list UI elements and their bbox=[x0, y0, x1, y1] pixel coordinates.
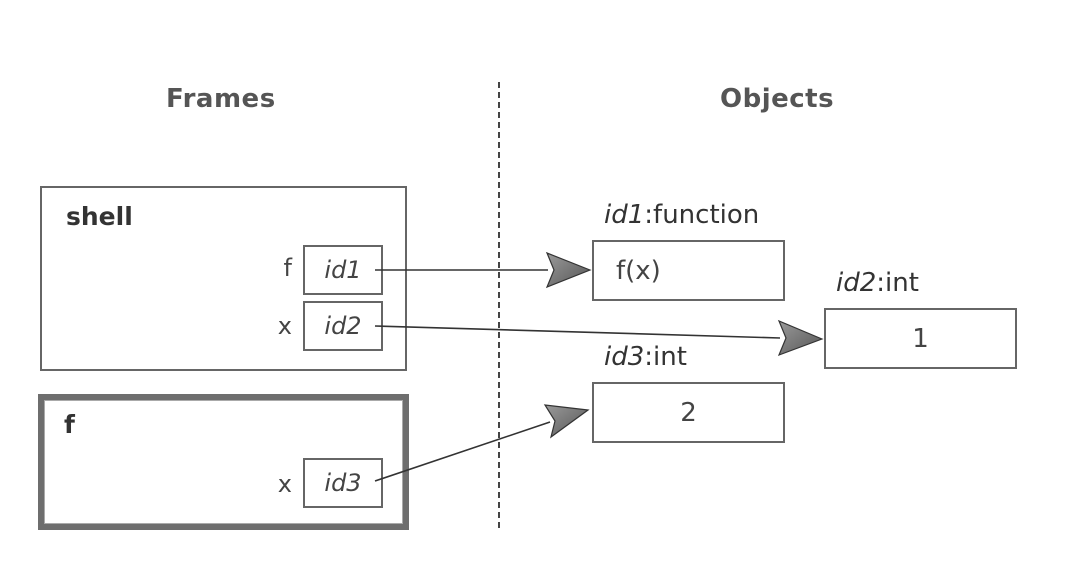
frames-objects-divider bbox=[498, 82, 500, 528]
arrow-shell-f-to-id1 bbox=[375, 251, 592, 289]
frame-title: shell bbox=[66, 202, 133, 231]
frame-title: f bbox=[64, 410, 75, 439]
reference-box-x: id2 bbox=[303, 301, 383, 351]
arrow-f-x-to-id3 bbox=[374, 404, 590, 482]
variable-name-x: x bbox=[277, 470, 292, 498]
arrow-shell-x-to-id2 bbox=[374, 319, 824, 357]
variable-name-f: f bbox=[283, 254, 292, 282]
object-label-id1: id1:function bbox=[604, 200, 759, 230]
object-type: :function bbox=[644, 200, 760, 230]
object-label-id2: id2:int bbox=[836, 268, 919, 298]
object-id: id2 bbox=[836, 268, 877, 298]
object-label-id3: id3:int bbox=[604, 342, 687, 372]
objects-heading: Objects bbox=[720, 84, 835, 114]
object-box-id3: 2 bbox=[592, 382, 785, 443]
object-box-id2: 1 bbox=[824, 308, 1017, 369]
object-id: id1 bbox=[604, 200, 645, 230]
frames-heading: Frames bbox=[166, 84, 276, 114]
object-type: :int bbox=[644, 342, 687, 372]
object-type: :int bbox=[876, 268, 919, 298]
reference-box-x: id3 bbox=[303, 458, 383, 508]
variable-name-x: x bbox=[277, 312, 292, 340]
object-box-id1: f(x) bbox=[592, 240, 785, 301]
object-id: id3 bbox=[604, 342, 645, 372]
